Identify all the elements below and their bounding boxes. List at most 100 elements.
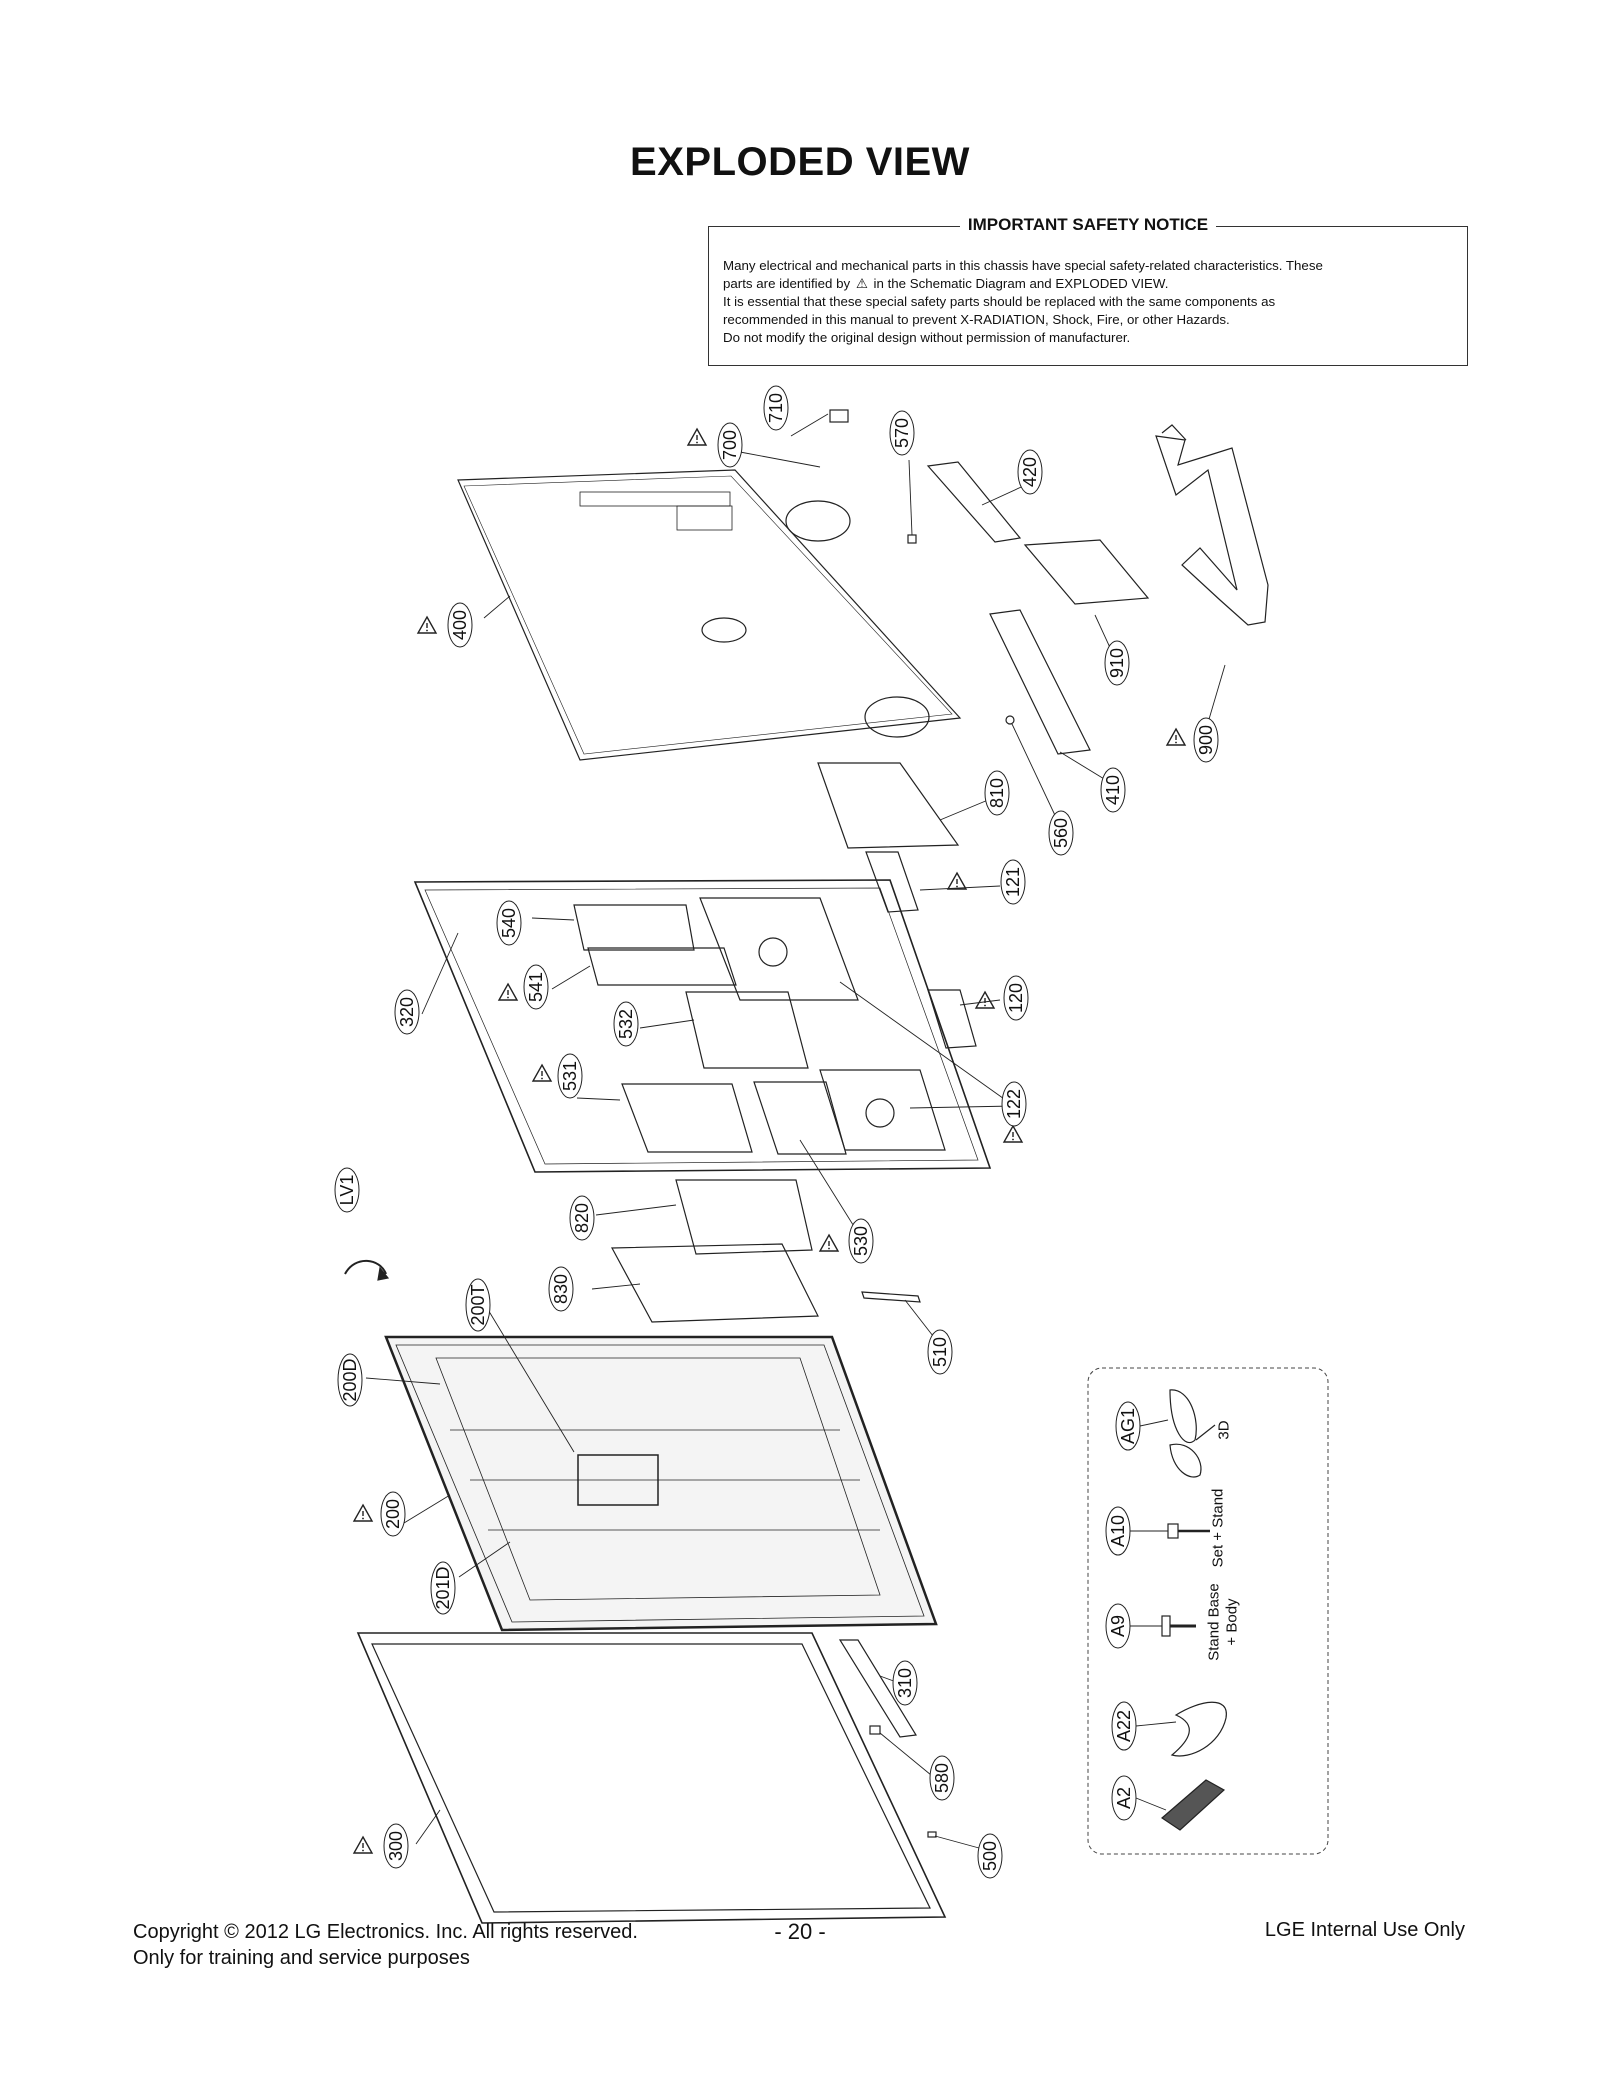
notice-line-4: recommended in this manual to prevent X-…: [723, 312, 1230, 327]
part-560: [1005, 715, 1015, 725]
part-number-text: AG1: [1118, 1408, 1138, 1444]
label-500: 500: [977, 1833, 1003, 1879]
safety-notice-heading: IMPORTANT SAFETY NOTICE: [959, 215, 1217, 234]
safety-notice-body: Many electrical and mechanical parts in …: [723, 257, 1453, 347]
part-number-text: 200T: [468, 1284, 488, 1325]
part-number-text: 300: [386, 1831, 406, 1861]
rail-420: [926, 461, 1022, 543]
note-stand-base: Stand Base: [1206, 1583, 1223, 1661]
label-900: 900: [1193, 717, 1219, 763]
board-120: [927, 989, 977, 1049]
label-420: 420: [1017, 449, 1043, 495]
part-number-text: 120: [1006, 983, 1026, 1013]
label-201d: 201D: [430, 1561, 456, 1615]
back-cover-400: [457, 469, 962, 761]
label-541: 541: [523, 964, 549, 1010]
panel-200: [384, 1335, 938, 1632]
part-number-text: 560: [1051, 818, 1071, 848]
part-number-text: 910: [1107, 648, 1127, 678]
part-number-text: 900: [1196, 725, 1216, 755]
part-number-text: 510: [930, 1337, 950, 1367]
part-number-text: 570: [892, 418, 912, 448]
part-number-text: 820: [572, 1203, 592, 1233]
note-set-stand: Set + Stand: [1210, 1489, 1227, 1568]
part-number-text: LV1: [337, 1175, 357, 1206]
part-number-text: 200D: [340, 1358, 360, 1401]
label-121: 121: [1000, 859, 1026, 905]
label-a9: A9: [1105, 1603, 1131, 1649]
label-580: 580: [929, 1755, 955, 1801]
label-560: 560: [1048, 810, 1074, 856]
cover-a22: [1170, 1701, 1227, 1757]
note-3d: 3D: [1216, 1420, 1233, 1439]
part-580: [869, 1725, 881, 1735]
label-200d: 200D: [337, 1353, 363, 1407]
part-number-text: 400: [450, 610, 470, 640]
label-122: 122: [1001, 1081, 1027, 1127]
copyright-line-2: Only for training and service purposes: [133, 1947, 470, 1969]
label-820: 820: [569, 1195, 595, 1241]
notice-line-3: It is essential that these special safet…: [723, 294, 1276, 309]
label-310: 310: [892, 1660, 918, 1706]
label-700: 700: [717, 422, 743, 468]
remote-a2: [1161, 1779, 1226, 1831]
strip-310: [838, 1639, 917, 1738]
part-number-text: 310: [895, 1668, 915, 1698]
accessories-box: AG1 A10 A9 A22 A2 3D Set + Stand Stand B…: [1087, 1367, 1329, 1855]
part-number-text: A9: [1108, 1615, 1128, 1637]
label-300: 300: [383, 1823, 409, 1869]
part-number-text: A2: [1114, 1787, 1134, 1809]
part-number-text: 530: [851, 1226, 871, 1256]
part-number-text: 541: [526, 972, 546, 1002]
label-400: 400: [447, 602, 473, 648]
lv1-arrow: [344, 1259, 387, 1275]
label-lv1: LV1: [334, 1167, 360, 1213]
part-570: [907, 534, 917, 544]
safety-notice-box: IMPORTANT SAFETY NOTICE Many electrical …: [708, 215, 1468, 366]
footer-copyright: Copyright © 2012 LG Electronics. Inc. Al…: [133, 1919, 638, 1971]
label-530: 530: [848, 1218, 874, 1264]
label-a10: A10: [1105, 1506, 1131, 1556]
part-number-text: A22: [1114, 1710, 1134, 1742]
label-200: 200: [380, 1491, 406, 1537]
part-710: [829, 409, 849, 423]
bracket-810: [817, 762, 960, 849]
main-frame-320: [413, 879, 992, 1173]
label-510: 510: [927, 1329, 953, 1375]
cover-910: [1023, 539, 1150, 605]
stand-900: [1155, 435, 1269, 626]
label-200t: 200T: [465, 1278, 491, 1332]
warning-triangle-icon: ⚠: [855, 276, 868, 291]
rail-410: [989, 609, 1091, 755]
label-ag1: AG1: [1115, 1401, 1141, 1451]
label-710: 710: [763, 385, 789, 431]
part-number-text: 532: [616, 1009, 636, 1039]
part-number-text: 121: [1003, 867, 1023, 897]
part-number-text: 320: [397, 997, 417, 1027]
part-number-text: 500: [980, 1841, 1000, 1871]
page-title: EXPLODED VIEW: [630, 140, 970, 184]
label-570: 570: [889, 410, 915, 456]
sheet-820: [675, 1179, 813, 1255]
part-number-text: 531: [560, 1061, 580, 1091]
internal-use-note: LGE Internal Use Only: [1264, 1919, 1465, 1941]
label-910: 910: [1104, 640, 1130, 686]
notice-line-5: Do not modify the original design withou…: [723, 330, 1131, 345]
label-a22: A22: [1111, 1701, 1137, 1751]
notice-line-2: parts are identified by ⚠ in the Schemat…: [723, 276, 1169, 291]
sheet-830: [611, 1243, 819, 1323]
glasses-ag1: [1169, 1389, 1197, 1443]
strip-510: [861, 1291, 921, 1303]
label-410: 410: [1100, 767, 1126, 813]
screw-a10: [1167, 1523, 1179, 1539]
label-810: 810: [984, 770, 1010, 816]
label-531: 531: [557, 1053, 583, 1099]
part-number-text: 410: [1103, 775, 1123, 805]
part-number-text: 200: [383, 1499, 403, 1529]
board-121: [865, 851, 919, 913]
screw-a9: [1161, 1615, 1171, 1637]
label-320: 320: [394, 989, 420, 1035]
note-body: + Body: [1224, 1598, 1241, 1646]
label-120: 120: [1003, 975, 1029, 1021]
label-a2: A2: [1111, 1775, 1137, 1821]
